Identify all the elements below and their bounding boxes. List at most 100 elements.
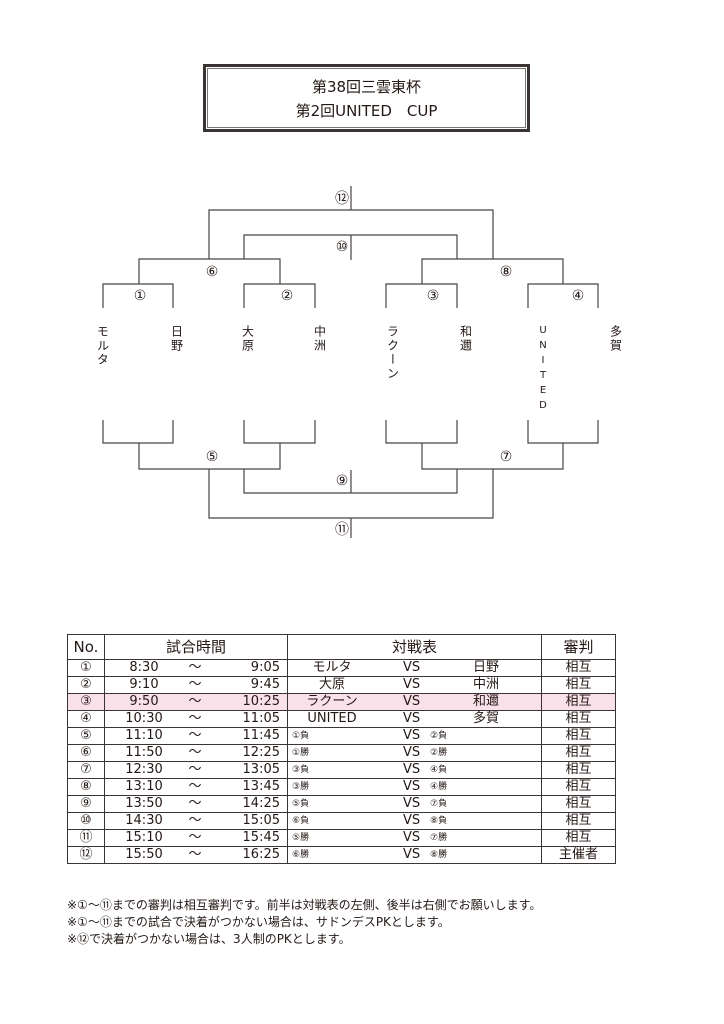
match-label-11: ⑪: [335, 522, 349, 538]
time-separator: ～: [188, 745, 202, 760]
match-no: ③: [67, 693, 105, 711]
team-oohara: 大原: [240, 325, 255, 353]
team1: ⑤負: [292, 799, 310, 809]
bracket-line-4-bottom: [527, 420, 599, 444]
match-time: 10:30 ～ 11:05: [104, 710, 288, 728]
end-time: 9:05: [250, 660, 280, 675]
bracket-line-8: [421, 258, 564, 284]
team-moruta: モルタ: [95, 325, 110, 367]
start-time: 11:50: [125, 745, 163, 760]
vs-label: VS: [403, 813, 421, 828]
match-no: ④: [67, 710, 105, 728]
bracket-line-3: [385, 283, 458, 308]
team2: ②勝: [430, 748, 448, 758]
bracket-line-1: [102, 283, 174, 308]
end-time: 15:45: [242, 830, 280, 845]
bracket-line-4: [527, 283, 599, 308]
referee: 相互: [541, 761, 616, 779]
referee: 相互: [541, 659, 616, 677]
bracket-line-final-top: [208, 186, 494, 259]
team1: ⑥負: [292, 816, 310, 826]
time-separator: ～: [188, 677, 202, 692]
referee: 相互: [541, 812, 616, 830]
bracket-line-2: [243, 283, 316, 308]
time-separator: ～: [188, 660, 202, 675]
referee: 相互: [541, 778, 616, 796]
time-separator: ～: [188, 847, 202, 862]
referee: 相互: [541, 727, 616, 745]
match-time: 12:30～13:05: [104, 761, 288, 779]
tournament-bracket: [102, 186, 599, 538]
match-no: ⑧: [67, 778, 105, 796]
note-3: ※⑫で決着がつかない場合は、3人制のPKとします。: [67, 932, 351, 946]
start-time: 13:50: [125, 796, 163, 811]
team-nakasu: 中洲: [312, 325, 327, 353]
end-time: 11:05: [242, 711, 280, 726]
team2: ⑧勝: [430, 850, 448, 860]
referee: 相互: [541, 744, 616, 762]
bracket-line-2-bottom: [243, 420, 316, 444]
match-label-2: ②: [280, 288, 294, 304]
bracket-line-3-bottom: [385, 420, 458, 444]
start-time: 10:30: [125, 711, 163, 726]
start-time: 13:10: [125, 779, 163, 794]
time-separator: ～: [188, 728, 202, 743]
match-label-7: ⑦: [499, 449, 513, 465]
end-time: 12:25: [242, 745, 280, 760]
match-time: 13:50～14:25: [104, 795, 288, 813]
bracket-line-10: [243, 234, 458, 260]
match-time: 9:50～10:25: [104, 693, 288, 711]
bracket-line-6: [138, 258, 281, 284]
team1: ③勝: [292, 782, 310, 792]
team2: 中洲: [472, 677, 499, 692]
time-separator: ～: [188, 711, 202, 726]
team-united: UNITED: [537, 325, 549, 415]
time-separator: ～: [188, 830, 202, 845]
start-time: 14:30: [125, 813, 163, 828]
referee: 相互: [541, 829, 616, 847]
team1: ⑥勝: [292, 850, 310, 860]
time-separator: ～: [188, 813, 202, 828]
match-label-6: ⑥: [205, 264, 219, 280]
vs-label: VS: [403, 830, 421, 845]
match-label-5: ⑤: [205, 449, 219, 465]
referee: 相互: [541, 795, 616, 813]
match-label-10: ⑩: [335, 239, 349, 255]
bracket-line-1-bottom: [102, 420, 174, 444]
time-separator: ～: [188, 779, 202, 794]
match-time: 15:10～15:45: [104, 829, 288, 847]
vs-label: VS: [403, 694, 421, 709]
match-time: 11:10～11:45: [104, 727, 288, 745]
match-no: ⑤: [67, 727, 105, 745]
start-time: 15:50: [125, 847, 163, 862]
match-label-1: ①: [133, 288, 147, 304]
note-2: ※①～⑪までの試合で決着がつかない場合は、サドンデスPKとします。: [67, 915, 450, 929]
match-label-3: ③: [426, 288, 440, 304]
match-time: 13:10～13:45: [104, 778, 288, 796]
match-no: ①: [67, 659, 105, 677]
match-no: ⑥: [67, 744, 105, 762]
team1: 大原: [318, 677, 345, 692]
match-time: 9:10～9:45: [104, 676, 288, 694]
team1: ラクーン: [306, 694, 358, 709]
start-time: 12:30: [125, 762, 163, 777]
team1: ⑤勝: [292, 833, 310, 843]
team-racoon: ラクーン: [385, 325, 400, 381]
match-time: 8:30～9:05: [104, 659, 288, 677]
